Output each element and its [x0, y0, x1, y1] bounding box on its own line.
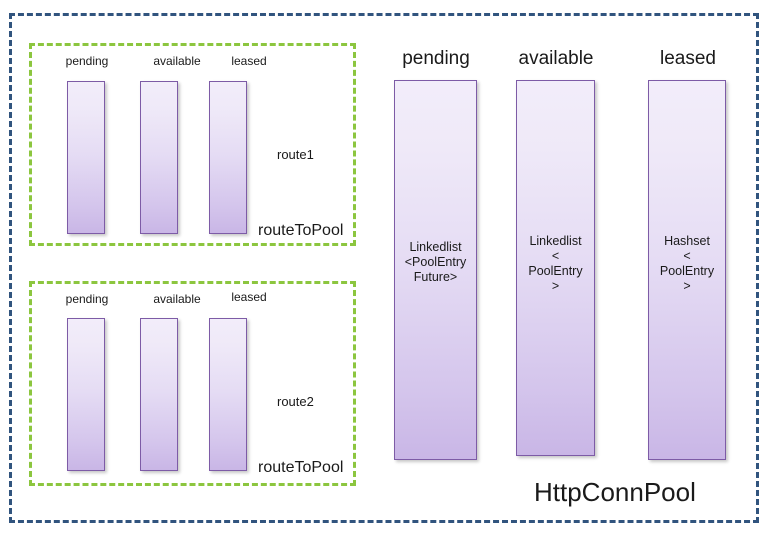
diagram-title: HttpConnPool	[534, 477, 696, 507]
route1-routetopool-label: routeToPool	[258, 222, 344, 239]
pool-header-available: available	[518, 48, 594, 69]
route-group-route1	[29, 43, 356, 246]
pool-bar-available	[516, 80, 595, 456]
route2-column-label-available: available	[153, 292, 201, 306]
route2-bar-available	[140, 318, 178, 471]
pool-header-leased: leased	[660, 48, 716, 69]
http-conn-pool-container	[9, 13, 759, 523]
route-group-route2	[29, 281, 356, 486]
pool-bar-text-leased: Hashset < PoolEntry >	[659, 234, 715, 293]
pool-bar-text-pending: Linkedlist <PoolEntry Future>	[404, 240, 467, 284]
route2-name-label: route2	[277, 394, 314, 409]
route1-column-label-pending: pending	[65, 54, 109, 68]
route2-column-label-pending: pending	[65, 292, 109, 306]
pool-bar-leased	[648, 80, 726, 460]
route1-bar-pending	[67, 81, 105, 234]
route1-bar-leased	[209, 81, 247, 234]
route2-column-label-leased: leased	[231, 290, 267, 304]
route1-column-label-available: available	[153, 54, 201, 68]
route1-name-label: route1	[277, 147, 314, 162]
route1-bar-available	[140, 81, 178, 234]
pool-bar-pending	[394, 80, 477, 460]
pool-bar-text-available: Linkedlist < PoolEntry >	[528, 234, 583, 293]
route2-bar-leased	[209, 318, 247, 471]
route1-column-label-leased: leased	[231, 54, 267, 68]
route2-routetopool-label: routeToPool	[258, 459, 344, 476]
route2-bar-pending	[67, 318, 105, 471]
pool-header-pending: pending	[402, 48, 470, 69]
